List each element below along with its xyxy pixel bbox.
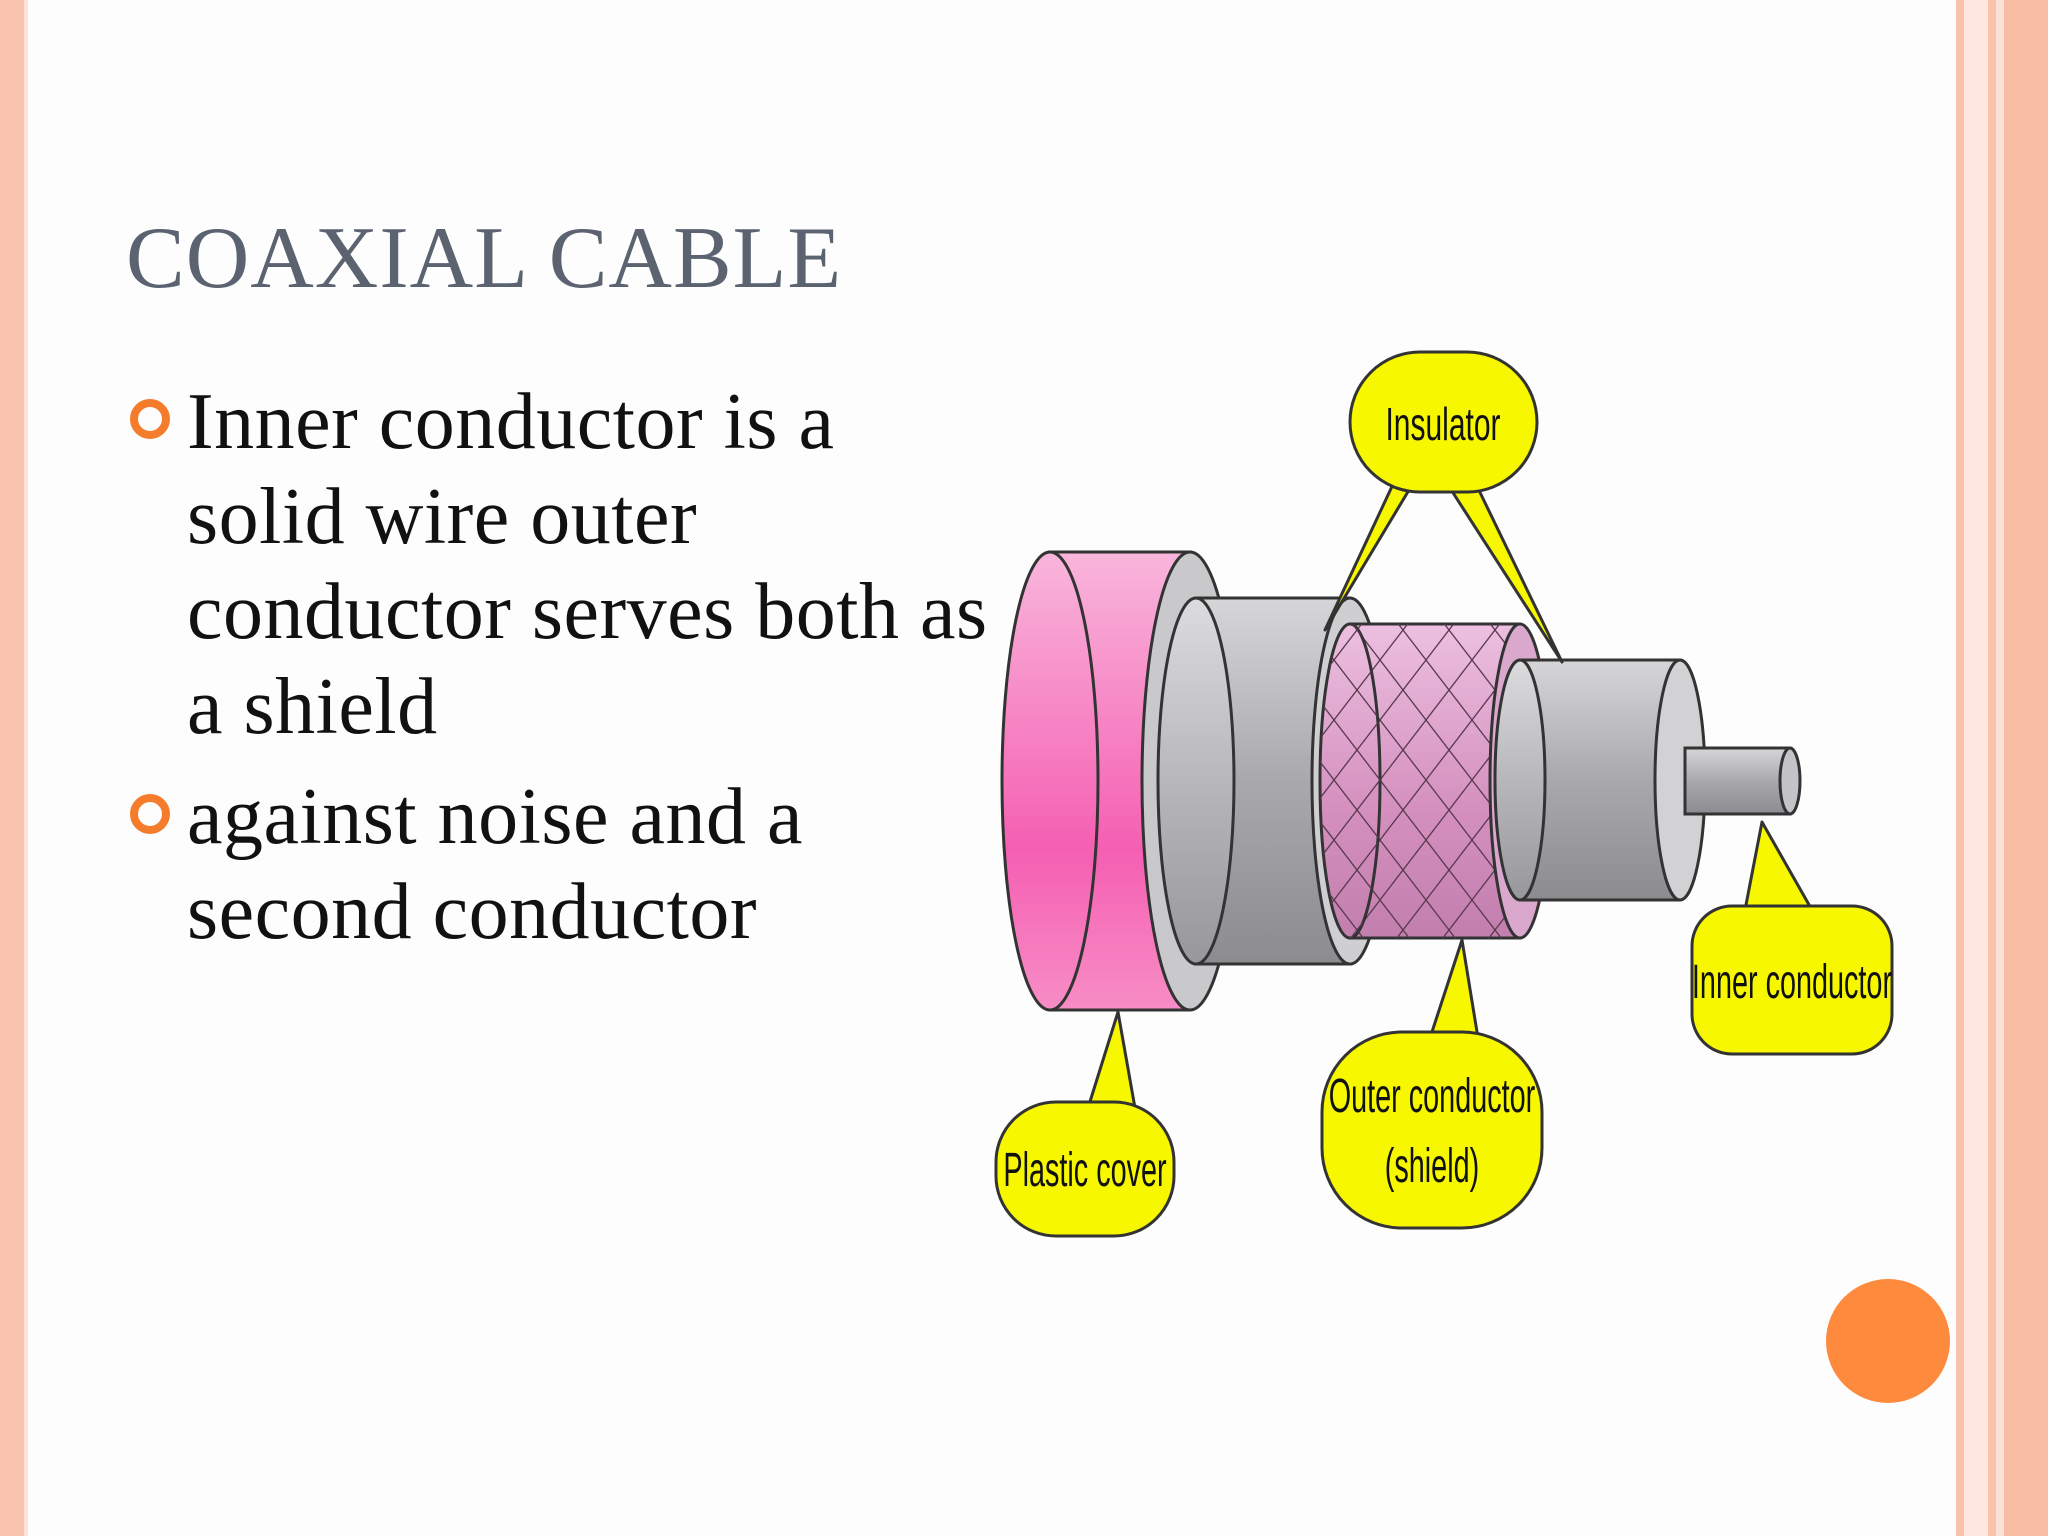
right-border-stripe	[1964, 0, 1988, 1536]
plastic-cover-label: Plastic cover	[1003, 1144, 1166, 1197]
bullet-list: Inner conductor is a solid wire outer co…	[130, 375, 1010, 975]
inner-conductor-wire	[1683, 746, 1802, 816]
outer-conductor-callout: Outer conductor (shield)	[1320, 938, 1544, 1230]
right-border-stripe	[1956, 0, 1964, 1536]
right-border-stripe	[2004, 0, 2048, 1536]
inner-conductor-label: Inner conductor	[1692, 956, 1892, 1009]
inner-insulator-layer	[1493, 658, 1707, 902]
bullet-text: Inner conductor is a solid wire outer co…	[187, 378, 988, 751]
bullet-text: against noise and a second conductor	[187, 773, 803, 956]
bullet-item: Inner conductor is a solid wire outer co…	[130, 375, 1010, 755]
inner-conductor-callout: Inner conductor	[1690, 820, 1894, 1056]
plastic-cover-callout: Plastic cover	[994, 1010, 1176, 1238]
right-border-stripe	[1996, 0, 2004, 1536]
coaxial-cable-diagram: Insulator Inner conductor Outer conducto…	[994, 350, 1894, 1238]
left-border	[0, 0, 24, 1536]
outer-conductor-label: Outer conductor	[1329, 1070, 1535, 1123]
outer-conductor-sublabel: (shield)	[1385, 1140, 1479, 1193]
left-border-inner	[24, 0, 28, 1536]
insulator-label: Insulator	[1385, 400, 1500, 451]
slide-title: COAXIAL CABLE	[126, 210, 843, 307]
bullet-circle-icon	[130, 399, 170, 439]
decorative-orange-circle	[1826, 1279, 1950, 1403]
bullet-item: against noise and a second conductor	[130, 770, 1010, 960]
bullet-circle-icon	[130, 794, 170, 834]
insulator-callout: Insulator	[1323, 350, 1564, 664]
right-border-stripe	[1988, 0, 1996, 1536]
outer-conductor-mesh-layer	[1318, 622, 1552, 940]
